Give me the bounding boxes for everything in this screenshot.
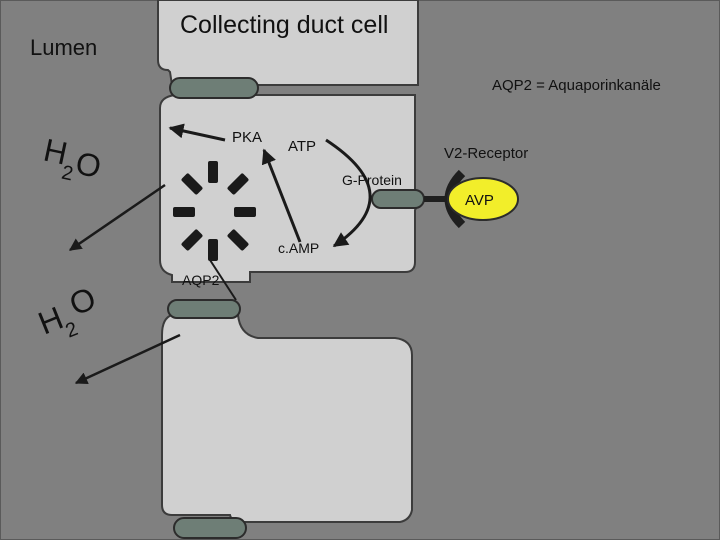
bottom-cell — [162, 315, 412, 522]
aqp2-channel-membrane — [168, 300, 240, 318]
camp-label: c.AMP — [278, 240, 319, 256]
junction-top — [170, 78, 258, 98]
cell-title: Collecting duct cell — [180, 11, 388, 39]
aqp2-legend: AQP2 = Aquaporinkanäle — [492, 77, 661, 94]
receptor-stem — [424, 196, 446, 202]
lumen-label: Lumen — [30, 35, 97, 60]
pka-label: PKA — [232, 129, 262, 146]
v2-receptor-label: V2-Receptor — [444, 145, 528, 162]
atp-label: ATP — [288, 138, 316, 155]
g-protein-label: G-Protein — [342, 172, 402, 188]
g-protein-shape — [372, 190, 424, 208]
aqp2-label: AQP2 — [182, 272, 220, 288]
avp-label: AVP — [465, 192, 494, 209]
junction-bottom — [174, 518, 246, 538]
